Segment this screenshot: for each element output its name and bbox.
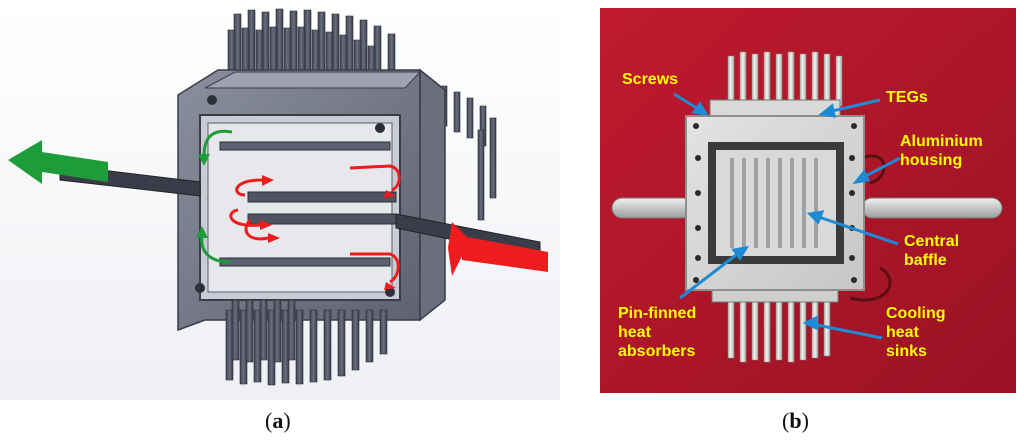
label-cooling-line2: heat bbox=[886, 324, 919, 341]
caption-a-close: ) bbox=[283, 408, 291, 433]
caption-b: (b) bbox=[782, 408, 809, 434]
label-baffle-line1: Central bbox=[904, 233, 960, 250]
flow-arrows-hot bbox=[229, 164, 401, 284]
label-baffle-line2: baffle bbox=[904, 252, 947, 269]
label-pin-finned-heat-absorbers: Pin-finned heat absorbers bbox=[618, 304, 696, 361]
bottom-fins bbox=[225, 299, 388, 386]
callout-arrows bbox=[673, 92, 901, 340]
label-pin-line1: Pin-finned bbox=[618, 305, 697, 322]
photo-bottom-fins bbox=[727, 297, 831, 363]
teg-photo-drawing bbox=[600, 8, 1016, 393]
label-cooling-heat-sinks: Cooling heat sinks bbox=[886, 304, 946, 361]
caption-b-open: ( bbox=[782, 408, 790, 433]
label-screws: Screws bbox=[622, 71, 679, 88]
label-pin-line2: heat bbox=[618, 324, 651, 341]
caption-a: (a) bbox=[265, 408, 291, 434]
label-aluminium-line2: housing bbox=[900, 152, 963, 169]
label-aluminium-line1: Aluminium bbox=[900, 133, 983, 150]
flow-arrows-cold bbox=[200, 129, 233, 264]
aluminium-housing bbox=[177, 68, 446, 332]
photo-housing bbox=[685, 115, 865, 291]
caption-a-letter: a bbox=[272, 408, 284, 433]
hot-inlet-arrow bbox=[448, 222, 548, 276]
label-pin-line3: absorbers bbox=[618, 343, 696, 360]
caption-a-open: ( bbox=[265, 408, 273, 433]
label-central-baffle: Central baffle bbox=[904, 232, 959, 270]
cold-outlet-arrow bbox=[8, 140, 108, 184]
label-cooling-line3: sinks bbox=[886, 343, 927, 360]
label-tegs: TEGs bbox=[886, 89, 928, 106]
label-cooling-line1: Cooling bbox=[886, 305, 946, 322]
panel-a-cad-model bbox=[0, 0, 560, 400]
caption-b-close: ) bbox=[801, 408, 809, 433]
caption-b-letter: b bbox=[789, 408, 802, 433]
teg-cad-drawing bbox=[0, 0, 560, 400]
panel-b-photo: Screws TEGs Aluminium housing Central ba… bbox=[600, 8, 1016, 393]
label-aluminium-housing: Aluminium housing bbox=[900, 132, 983, 170]
